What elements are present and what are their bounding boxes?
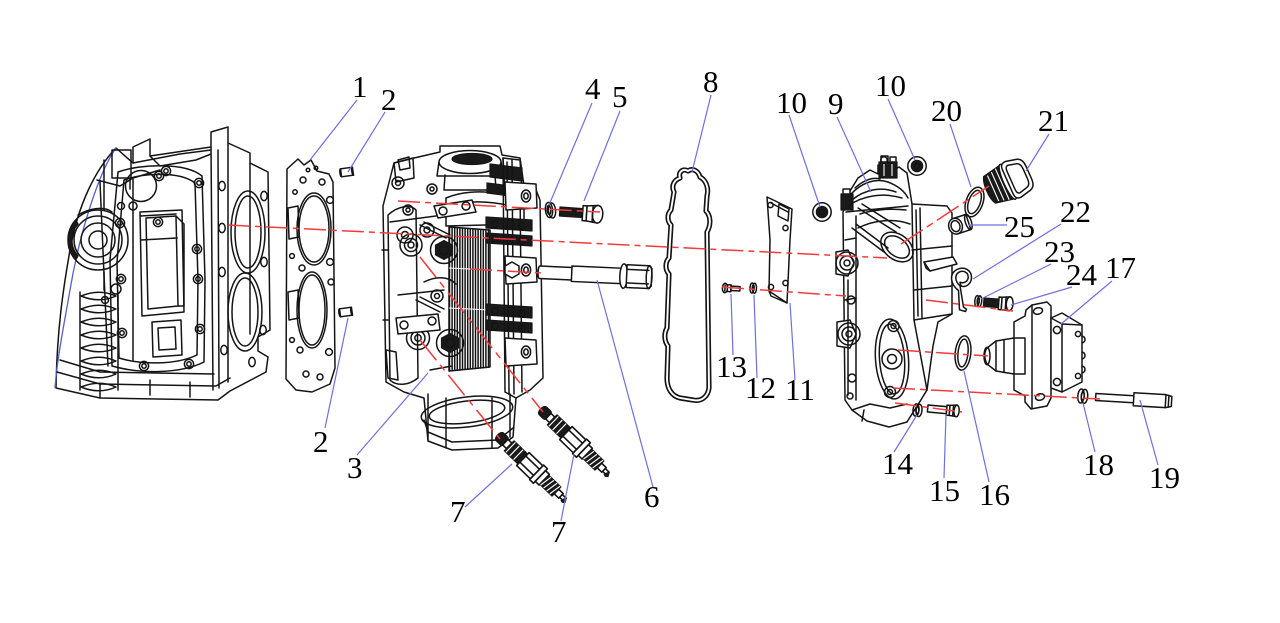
svg-text:2: 2	[381, 82, 397, 117]
svg-text:18: 18	[1083, 447, 1114, 482]
svg-text:2: 2	[313, 424, 329, 459]
svg-text:11: 11	[785, 372, 815, 407]
svg-text:4: 4	[585, 71, 601, 106]
svg-text:19: 19	[1149, 460, 1180, 495]
svg-text:13: 13	[716, 349, 747, 384]
svg-text:24: 24	[1066, 257, 1098, 292]
svg-text:20: 20	[931, 93, 962, 128]
svg-text:22: 22	[1060, 194, 1091, 229]
svg-text:3: 3	[347, 450, 363, 485]
svg-text:7: 7	[551, 514, 567, 549]
svg-text:8: 8	[703, 64, 719, 99]
svg-text:10: 10	[875, 68, 906, 103]
svg-text:10: 10	[776, 85, 807, 120]
svg-text:15: 15	[929, 473, 960, 508]
svg-text:25: 25	[1004, 209, 1035, 244]
svg-text:9: 9	[828, 86, 844, 121]
svg-text:12: 12	[745, 370, 776, 405]
svg-text:6: 6	[644, 479, 660, 514]
svg-text:16: 16	[979, 477, 1010, 512]
svg-text:23: 23	[1044, 234, 1075, 269]
svg-text:5: 5	[612, 79, 628, 114]
svg-text:21: 21	[1038, 103, 1069, 138]
svg-text:17: 17	[1105, 250, 1136, 285]
svg-text:7: 7	[450, 494, 466, 529]
svg-text:14: 14	[882, 446, 914, 481]
svg-text:1: 1	[352, 69, 368, 104]
